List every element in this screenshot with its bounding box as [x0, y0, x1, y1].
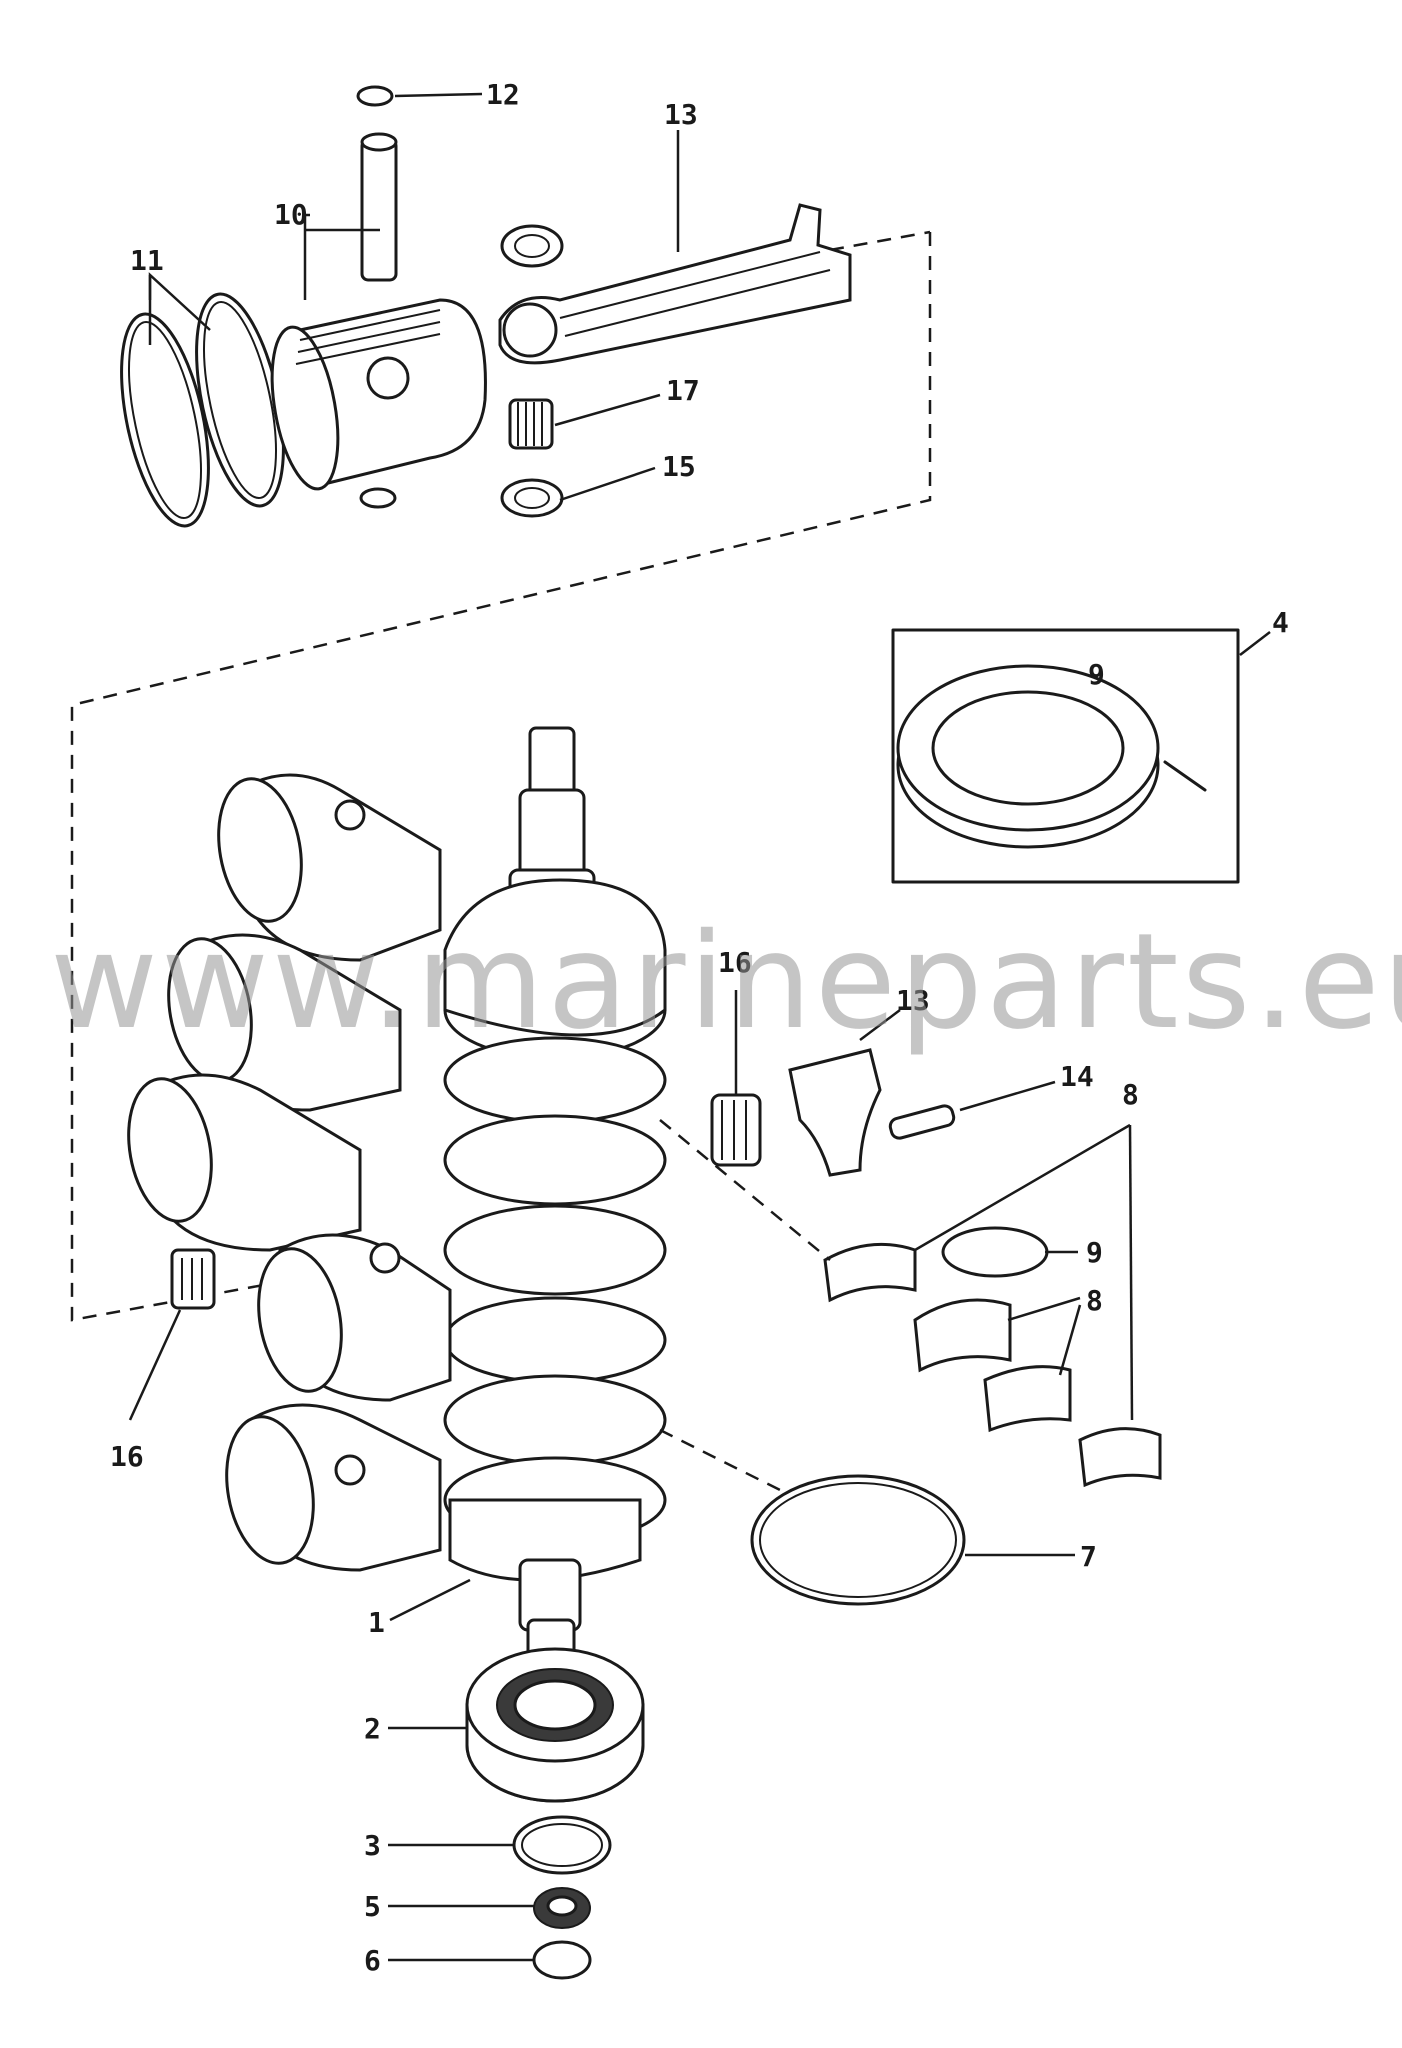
callout-16-right: 16: [718, 946, 752, 979]
thrust-washer-top: [500, 224, 564, 268]
wrist-pin: [360, 132, 398, 282]
callout-3: 3: [364, 1829, 381, 1862]
callout-4: 4: [1272, 606, 1289, 639]
callout-7: 7: [1080, 1540, 1097, 1573]
assembly-group-outline: [70, 232, 932, 1322]
crank-piston-4: [257, 1233, 452, 1402]
leader-8-needle-2: [1058, 1304, 1082, 1376]
needle-bearing-half-2: [983, 1365, 1072, 1433]
callout-5: 5: [364, 1890, 381, 1923]
callout-17: 17: [666, 374, 700, 407]
callout-6: 6: [364, 1944, 381, 1977]
leader-17: [554, 393, 661, 427]
group-outline-top: [829, 230, 931, 252]
callout-11: 11: [130, 244, 164, 277]
callout-8-upper: 8: [1122, 1078, 1139, 1111]
crank-piston-5: [225, 1403, 442, 1572]
callout-10: 10: [274, 198, 308, 231]
leader-10: [303, 213, 310, 300]
rod-needle-bearing-right: [710, 1093, 762, 1167]
leader-15: [559, 466, 656, 502]
callout-8-needle: 8: [1086, 1284, 1103, 1317]
leader-8-needle-1: [1007, 1296, 1081, 1322]
leader-13-right: [859, 1009, 901, 1041]
leader-4: [1239, 631, 1271, 656]
piston-pin-clip-lower: [359, 487, 397, 509]
connecting-rod: [498, 203, 852, 365]
crank-piston-2: [167, 933, 402, 1112]
seal-kit-inset-box: [891, 628, 1240, 884]
alignment-line-1: [659, 1119, 831, 1261]
crankshaft-assembly: [443, 726, 667, 1662]
oil-seal: [533, 1887, 591, 1929]
rod-bolt: [888, 1104, 956, 1140]
alignment-line-2: [659, 1428, 781, 1492]
leader-14: [959, 1080, 1056, 1112]
leader-16-left: [128, 1309, 182, 1421]
callout-9: 9: [1086, 1236, 1103, 1269]
crankshaft-snap-ring: [750, 1474, 966, 1606]
rod-cap: [788, 1048, 882, 1177]
bearing-retainer-ring: [941, 1226, 1049, 1278]
callout-16-left: 16: [110, 1440, 144, 1473]
crankshaft-snap-ring-inner: [759, 1482, 957, 1598]
bearing-race-half-lower: [1078, 1427, 1162, 1488]
retaining-ring: [512, 1815, 612, 1875]
retaining-ring-inner: [521, 1823, 603, 1867]
callout-13-right: 13: [896, 984, 930, 1017]
ball-bearing: [465, 1647, 645, 1803]
seal-carrier: [896, 664, 1207, 849]
callout-1: 1: [368, 1606, 385, 1639]
crank-piston-3: [127, 1073, 362, 1252]
needle-bearing-wrist: [508, 398, 554, 450]
needle-bearing-half-1: [913, 1298, 1012, 1373]
leader-8-upper: [914, 1123, 1131, 1252]
callout-9-inset: 9: [1088, 658, 1105, 691]
callout-13-top: 13: [664, 98, 698, 131]
callout-2: 2: [364, 1712, 381, 1745]
thrust-washer: [500, 478, 564, 518]
rod-needle-bearing-left: [170, 1248, 216, 1310]
callout-14: 14: [1060, 1060, 1094, 1093]
piston: [270, 298, 487, 491]
callout-15: 15: [662, 450, 696, 483]
leader-1: [389, 1578, 471, 1622]
leader-8-lower: [1128, 1124, 1134, 1421]
leader-11: [148, 272, 211, 331]
crank-piston-1: [217, 773, 442, 962]
piston-pin-clip: [356, 85, 394, 107]
o-ring: [532, 1940, 592, 1980]
callout-12: 12: [486, 78, 520, 111]
bearing-race-half-upper: [823, 1242, 917, 1303]
leader-12: [394, 92, 483, 98]
